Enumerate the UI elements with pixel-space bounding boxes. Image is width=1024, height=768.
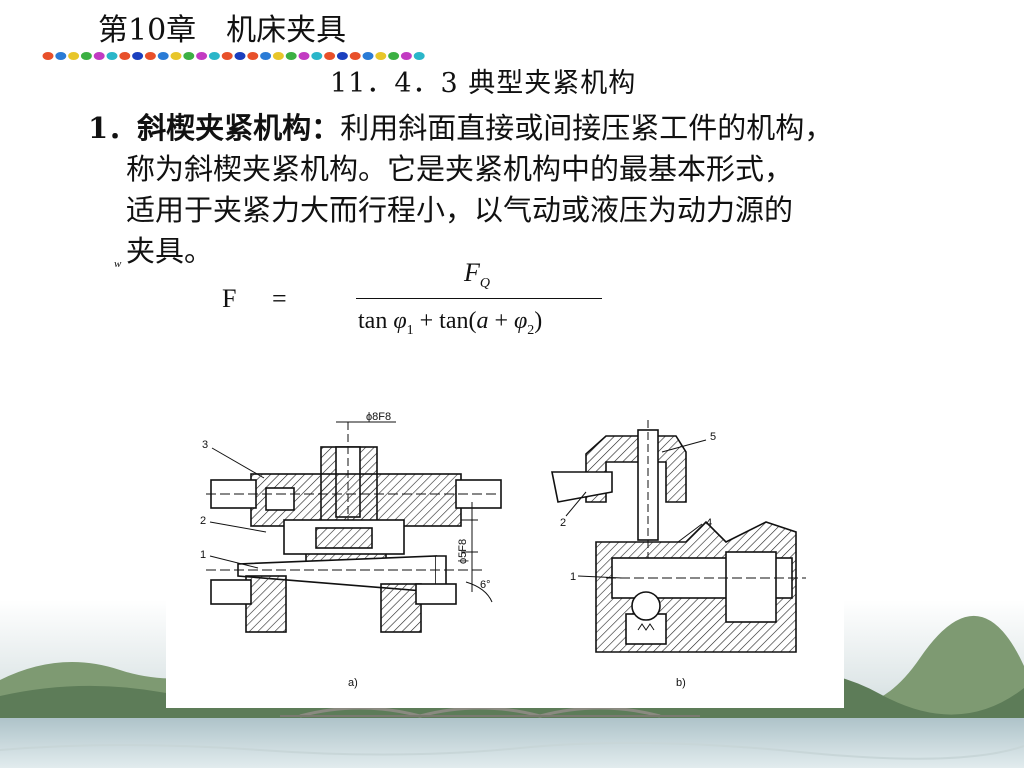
den-phi-2: φ [514,308,528,334]
paragraph-line-3: 适用于夹紧力大而行程小，以气动或液压为动力源的 [126,193,794,227]
den-alpha: a [476,308,489,334]
decor-dot [42,52,54,60]
tiny-mark: w [114,258,122,270]
decor-dot [388,52,400,60]
decor-dot [324,52,336,60]
figure-label-a: a) [348,677,358,689]
decor-dot [285,52,297,60]
mechanism-figure: ϕ8F8 ϕ5F8 6° 3 2 1 a) 5 2 4 1 b) [166,392,844,708]
paragraph-line-2: 称为斜楔夹紧机构。它是夹紧机构中的最基本形式， [126,152,794,186]
decor-dot [234,52,246,60]
decor-dot [208,52,220,60]
paragraph-heading: 1．斜楔夹紧机构： [88,111,341,145]
section-title: 11．4．3 典型夹紧机构 [330,68,637,99]
paragraph-line-4: 夹具。 [126,234,214,268]
den-plus: + [488,308,515,334]
callout-b-4: 4 [706,517,712,529]
callout-b-2: 2 [560,517,566,529]
decor-dot [93,52,105,60]
body-paragraph: 1．斜楔夹紧机构：利用斜面直接或间接压紧工件的机构， 称为斜楔夹紧机构。它是夹紧… [88,108,978,272]
den-sub-1: 1 [406,322,414,338]
decor-dot [196,52,208,60]
den-close-paren: ) [534,308,543,334]
angle-label: 6° [480,579,491,591]
formula-lhs: F [222,284,237,313]
decor-dot [80,52,92,60]
den-plus-tan: + tan( [413,308,477,334]
callout-a-2: 2 [200,515,206,527]
callout-a-1: 1 [200,549,206,561]
callout-b-5: 5 [710,431,716,443]
decor-dot [272,52,284,60]
decor-dot [260,52,272,60]
decor-dot [170,52,182,60]
paragraph-line-1: 1．斜楔夹紧机构：利用斜面直接或间接压紧工件的机构， [88,108,978,149]
decor-dot [298,52,310,60]
callout-b-1: 1 [570,571,576,583]
paragraph-text-1: 利用斜面直接或间接压紧工件的机构， [340,111,834,145]
decor-dot [349,52,361,60]
den-tan-1: tan [358,308,388,334]
formula-equals: = [272,284,287,313]
decor-dot [375,52,387,60]
dim-side-label: ϕ5F8 [457,539,469,564]
figure-a [206,421,502,633]
numerator-symbol: F [464,258,480,287]
formula-numerator: FQ [464,258,490,292]
decor-dot [183,52,195,60]
decor-dot [247,52,259,60]
decor-dot [68,52,80,60]
formula-fraction: FQ tan φ1 + tan(a + φ2) [356,258,602,348]
decor-dot [221,52,233,60]
fraction-bar [356,298,602,299]
dim-top-label: ϕ8F8 [366,411,391,423]
decor-dot [362,52,374,60]
decor-dot [106,52,118,60]
decor-dot [336,52,348,60]
decor-dot [413,52,425,60]
decorative-dot-line [42,52,425,60]
figure-a-labels: ϕ8F8 ϕ5F8 6° 3 2 1 a) [200,411,491,689]
mechanism-drawing: ϕ8F8 ϕ5F8 6° 3 2 1 a) 5 2 4 1 b) [200,411,806,689]
den-phi-1: φ [393,308,407,334]
figure-label-b: b) [676,677,686,689]
chapter-title: 第10章 机床夹具 [98,13,347,48]
numerator-subscript: Q [479,276,491,292]
figure-b-labels: 5 2 4 1 b) [560,431,716,689]
figure-b [551,420,806,653]
callout-a-3: 3 [202,439,208,451]
decor-dot [157,52,169,60]
decor-dot [55,52,67,60]
decor-dot [400,52,412,60]
decor-dot [144,52,156,60]
formula-denominator: tan φ1 + tan(a + φ2) [358,308,542,339]
decor-dot [311,52,323,60]
decor-dot [119,52,131,60]
den-sub-2: 2 [527,322,535,338]
decor-dot [132,52,144,60]
